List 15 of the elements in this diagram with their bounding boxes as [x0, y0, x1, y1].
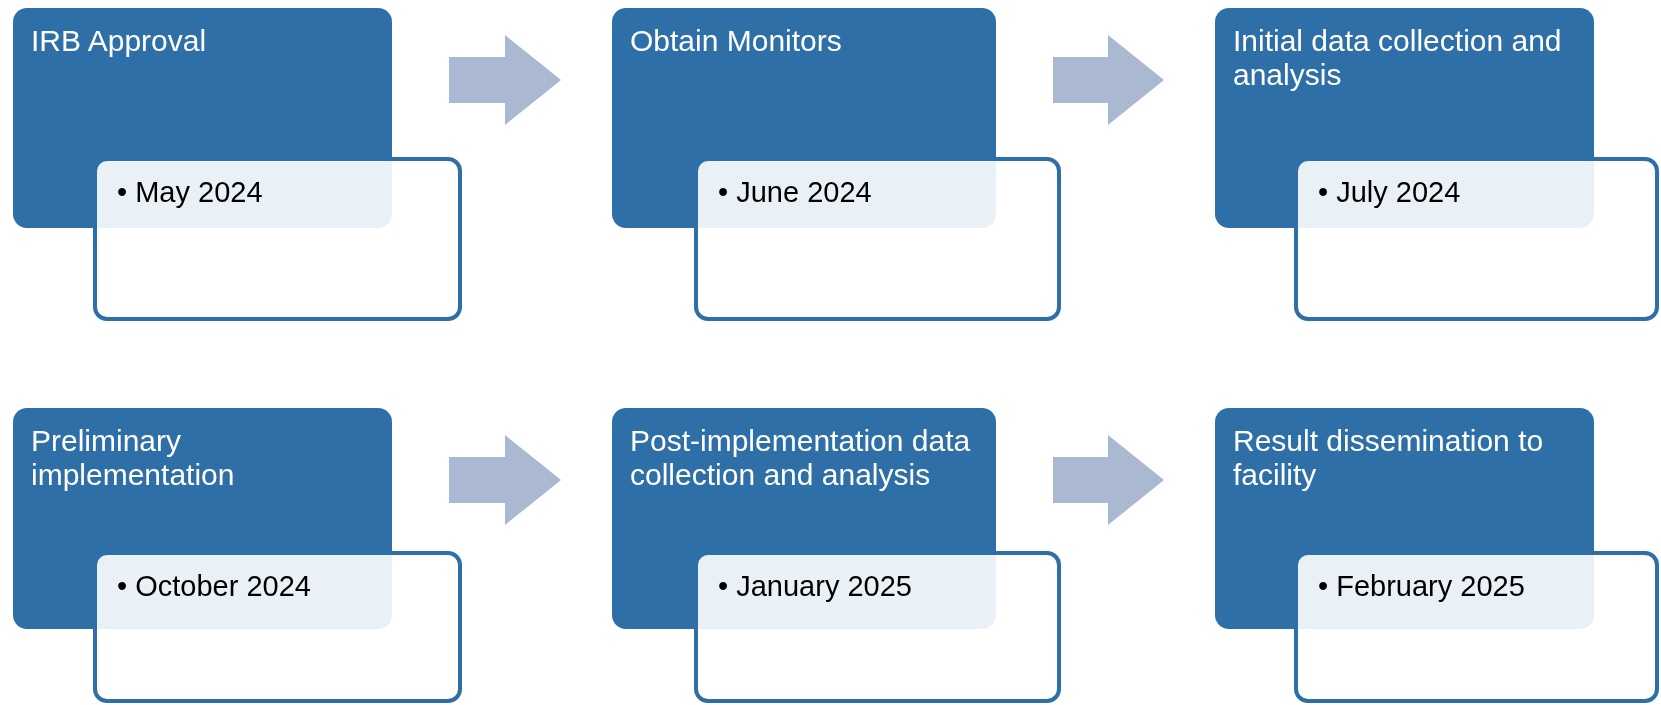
date-bullet-item: • June 2024: [718, 175, 873, 209]
step-title: Obtain Monitors: [630, 24, 843, 58]
step-title: IRB Approval: [31, 24, 208, 58]
date-box: [1294, 157, 1659, 321]
date-bullet-item: • January 2025: [718, 569, 913, 603]
date-box: [93, 157, 462, 321]
date-bullet-item: • October 2024: [117, 569, 312, 603]
date-bullet-item: • May 2024: [117, 175, 264, 209]
step-title: Result dissemination to facility: [1233, 424, 1545, 492]
date-bullet-item: • July 2024: [1318, 175, 1462, 209]
step-title: Preliminary implementation: [31, 424, 236, 492]
date-box: [694, 157, 1061, 321]
step-title: Post-implementation data collection and analysis: [630, 424, 972, 492]
date-bullet-item: • February 2025: [1318, 569, 1526, 603]
step-title: Initial data collection and analysis: [1233, 24, 1563, 92]
